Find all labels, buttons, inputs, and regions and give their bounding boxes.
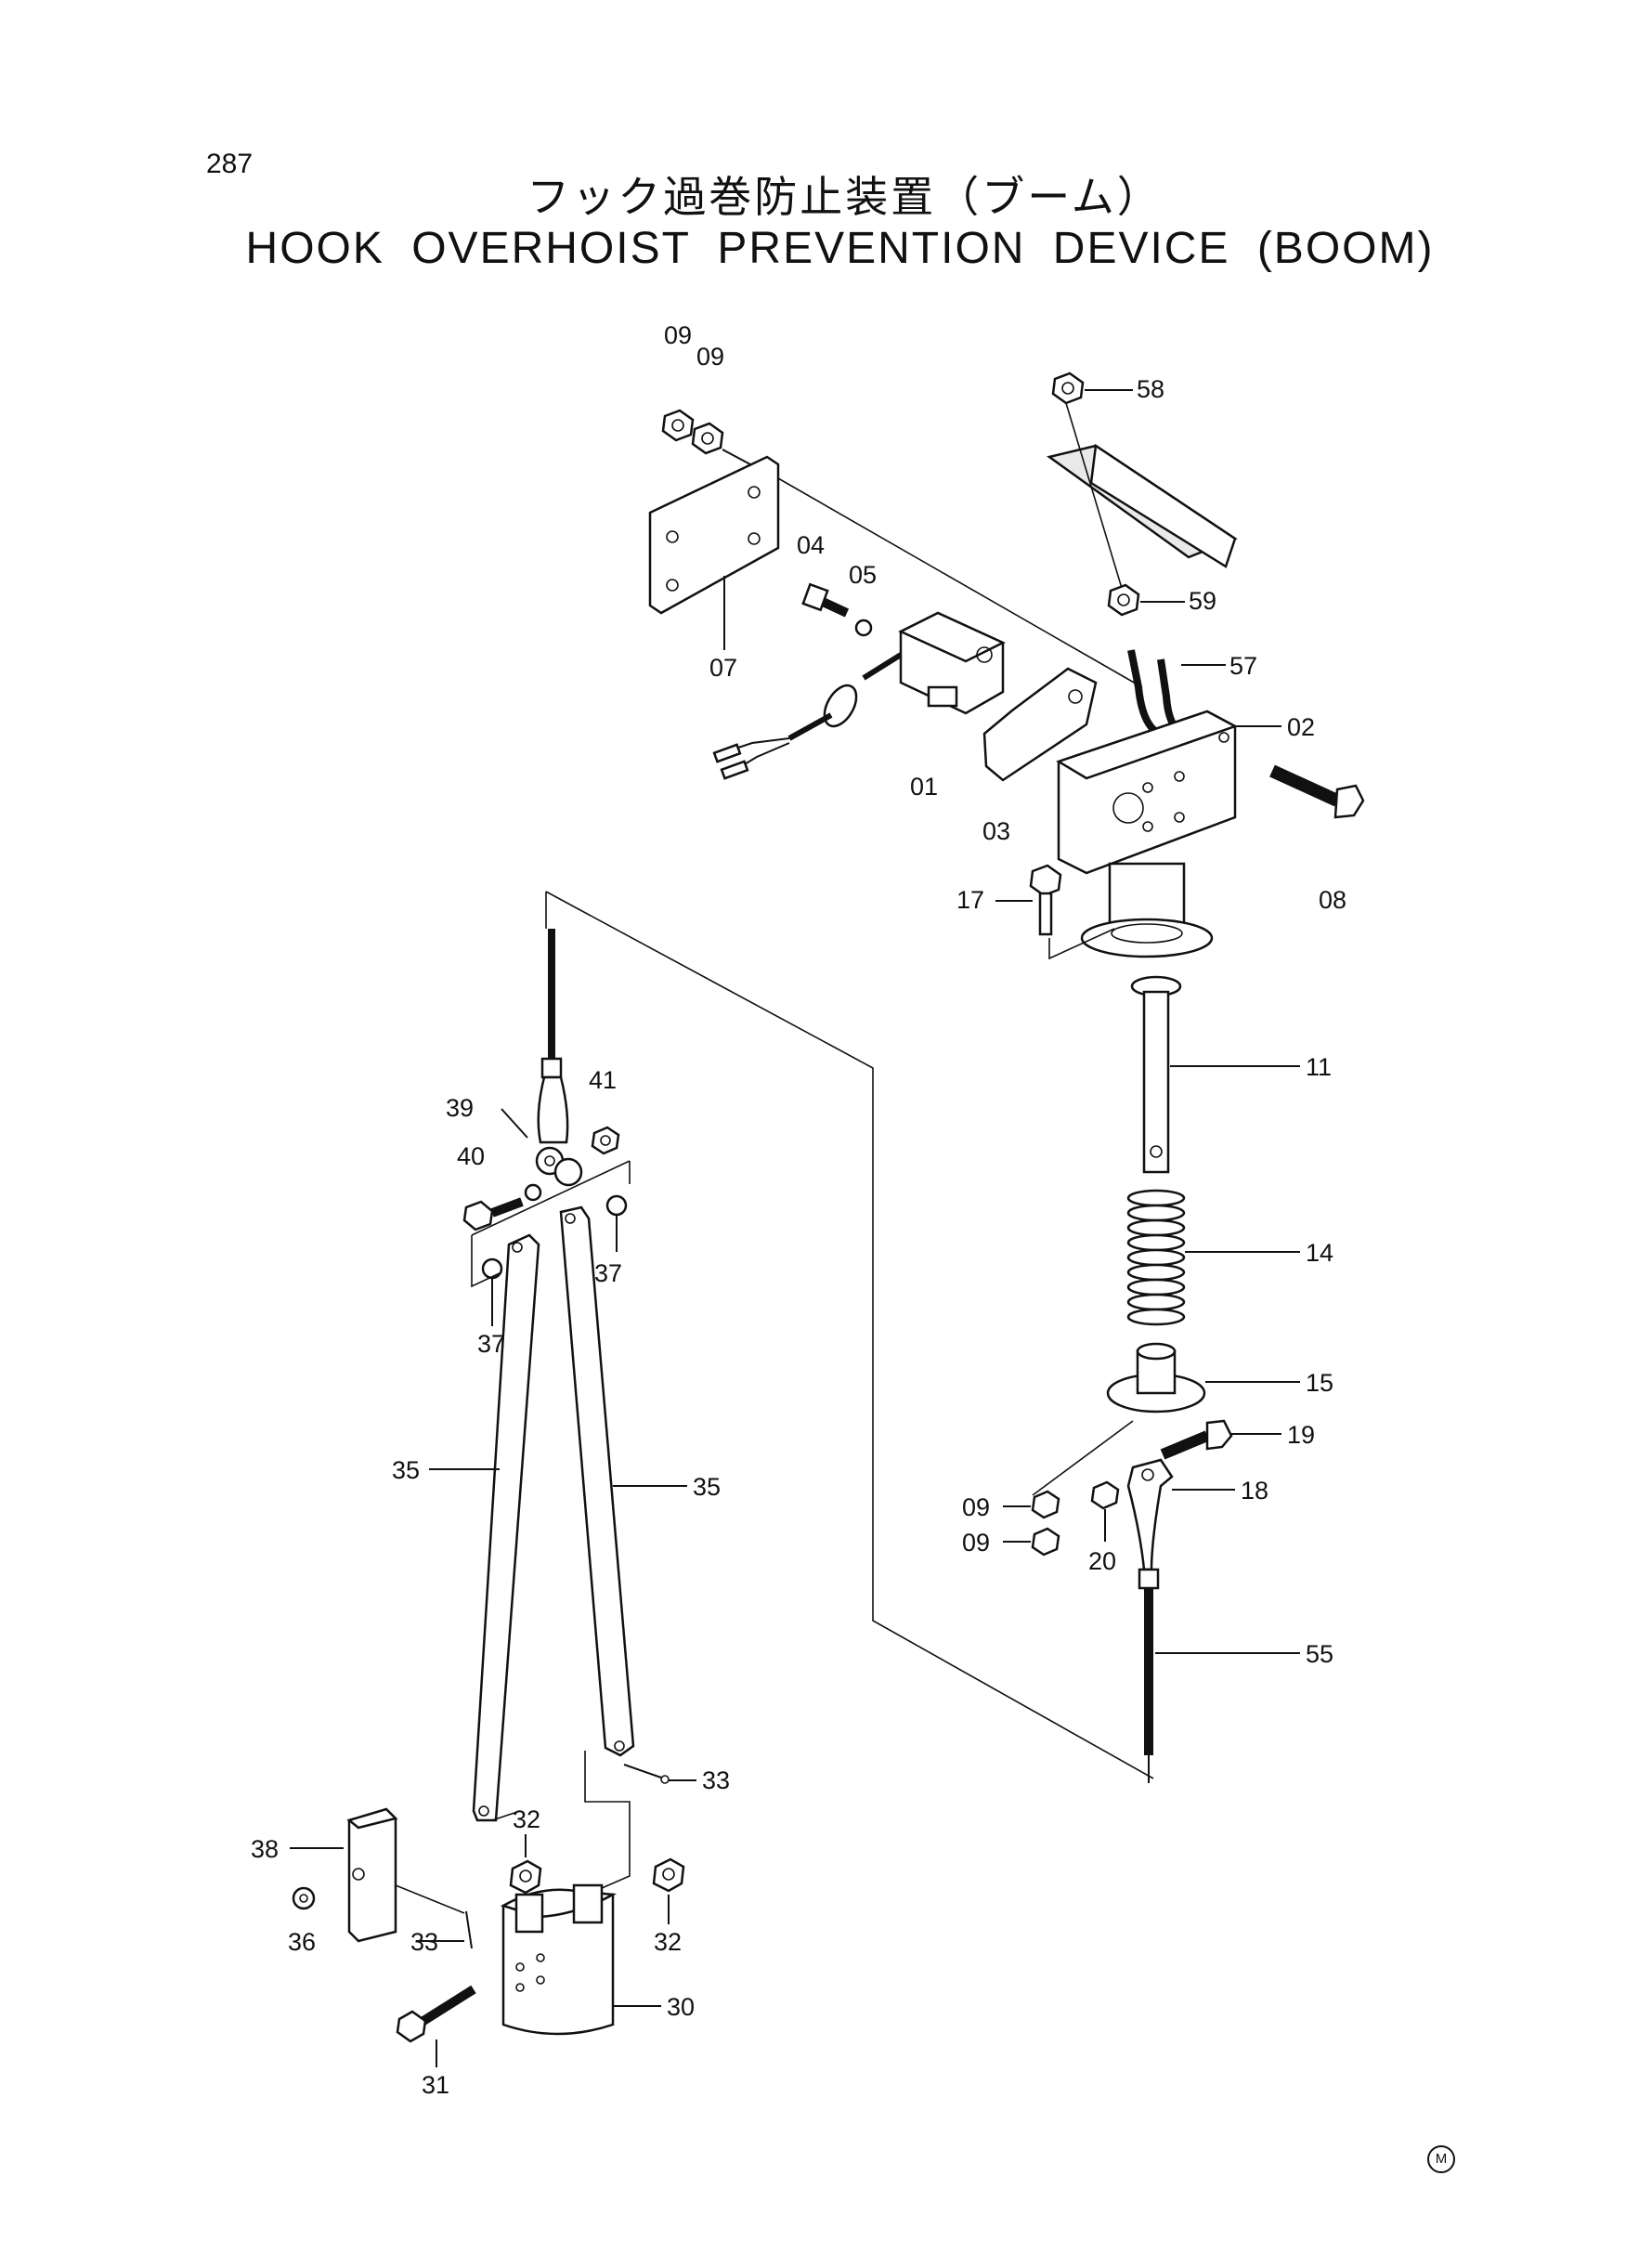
callout-17: 17 [956, 886, 984, 914]
callout-35: 35 [392, 1456, 420, 1484]
nut-09-lower-1 [1031, 1490, 1060, 1519]
callout-30: 30 [667, 1993, 695, 2021]
callout-15: 15 [1306, 1369, 1333, 1397]
callout-14: 14 [1306, 1239, 1333, 1267]
bolt-17 [1029, 864, 1062, 936]
callout-02: 02 [1287, 713, 1315, 741]
callout-19: 19 [1287, 1421, 1315, 1449]
callout-31: 31 [422, 2071, 449, 2099]
callout-38: 38 [251, 1835, 279, 1863]
callout-04: 04 [797, 531, 825, 559]
spring-14 [1126, 1189, 1186, 1326]
cotter-pin-33-upper [623, 1764, 670, 1784]
callout-18: 18 [1241, 1477, 1268, 1505]
pin-11 [1130, 975, 1182, 1174]
bolt-31 [396, 1985, 476, 2043]
washer-37-right [605, 1194, 628, 1217]
title-japanese: フック過巻防止装置（ブーム） [527, 172, 1163, 222]
callout-09: 09 [962, 1493, 990, 1521]
nut-09-top-right [691, 422, 724, 455]
shackle-39 [535, 1146, 583, 1187]
housing-30 [500, 1883, 618, 2036]
cotter-pin-33-lower [465, 1910, 473, 1949]
callout-11: 11 [1306, 1053, 1332, 1081]
wire-rope-top [537, 929, 569, 1144]
nut-59 [1107, 583, 1140, 617]
callout-59: 59 [1189, 587, 1216, 615]
page-number: 287 [206, 149, 254, 179]
link-35-right [559, 1205, 635, 1757]
switch-cable [712, 652, 903, 780]
nut-09-top-left [661, 409, 695, 442]
nut-41 [591, 1126, 620, 1155]
callout-32: 32 [654, 1928, 682, 1956]
bolt-04 [801, 582, 850, 618]
castle-nut-32-left [509, 1859, 542, 1895]
callout-55: 55 [1306, 1640, 1333, 1668]
nut-09-lower-2 [1031, 1527, 1060, 1557]
washer-40 [524, 1183, 542, 1202]
washer-37-left [481, 1257, 503, 1280]
callout-03: 03 [982, 817, 1010, 845]
callout-32: 32 [513, 1805, 540, 1833]
callout-36: 36 [288, 1928, 316, 1956]
callout-37: 37 [477, 1330, 505, 1358]
callout-33: 33 [702, 1766, 730, 1794]
link-35-left [472, 1233, 540, 1822]
tube-flange [1080, 862, 1214, 958]
wire-rope-55 [1138, 1568, 1160, 1783]
washer-36 [292, 1886, 316, 1910]
block-38 [346, 1807, 398, 1943]
callout-08: 08 [1319, 886, 1346, 914]
callout-39: 39 [446, 1094, 474, 1122]
clevis-18 [1126, 1458, 1174, 1571]
bolt-19 [1160, 1419, 1233, 1460]
callout-09: 09 [962, 1529, 990, 1557]
bolt-08 [1269, 764, 1365, 819]
washer-05 [854, 619, 873, 637]
title-english: HOOK OVERHOIST PREVENTION DEVICE (BOOM) [245, 224, 1435, 273]
bracket-02 [1056, 710, 1239, 875]
gasket-03 [982, 667, 1098, 782]
m-mark-symbol: M [1427, 2145, 1455, 2173]
bolt-40 [462, 1197, 524, 1231]
callout-57: 57 [1229, 652, 1257, 680]
u-bolt-57 [1127, 649, 1184, 737]
callout-58: 58 [1137, 375, 1164, 403]
nut-58 [1051, 371, 1085, 405]
callout-09: 09 [664, 321, 692, 349]
callout-37: 37 [594, 1259, 622, 1287]
castle-nut-32-right [652, 1857, 685, 1893]
callout-41: 41 [589, 1066, 617, 1094]
plate-07 [648, 455, 780, 615]
callout-01: 01 [910, 773, 938, 801]
callout-05: 05 [849, 561, 877, 589]
callout-40: 40 [457, 1142, 485, 1170]
callout-35: 35 [693, 1473, 721, 1501]
cover-plate [1047, 443, 1238, 568]
callout-20: 20 [1088, 1547, 1116, 1575]
nut-20 [1090, 1480, 1120, 1510]
switch-01 [898, 611, 1006, 715]
callout-07: 07 [709, 654, 737, 682]
flange-15 [1106, 1342, 1206, 1414]
callout-09: 09 [696, 343, 724, 371]
